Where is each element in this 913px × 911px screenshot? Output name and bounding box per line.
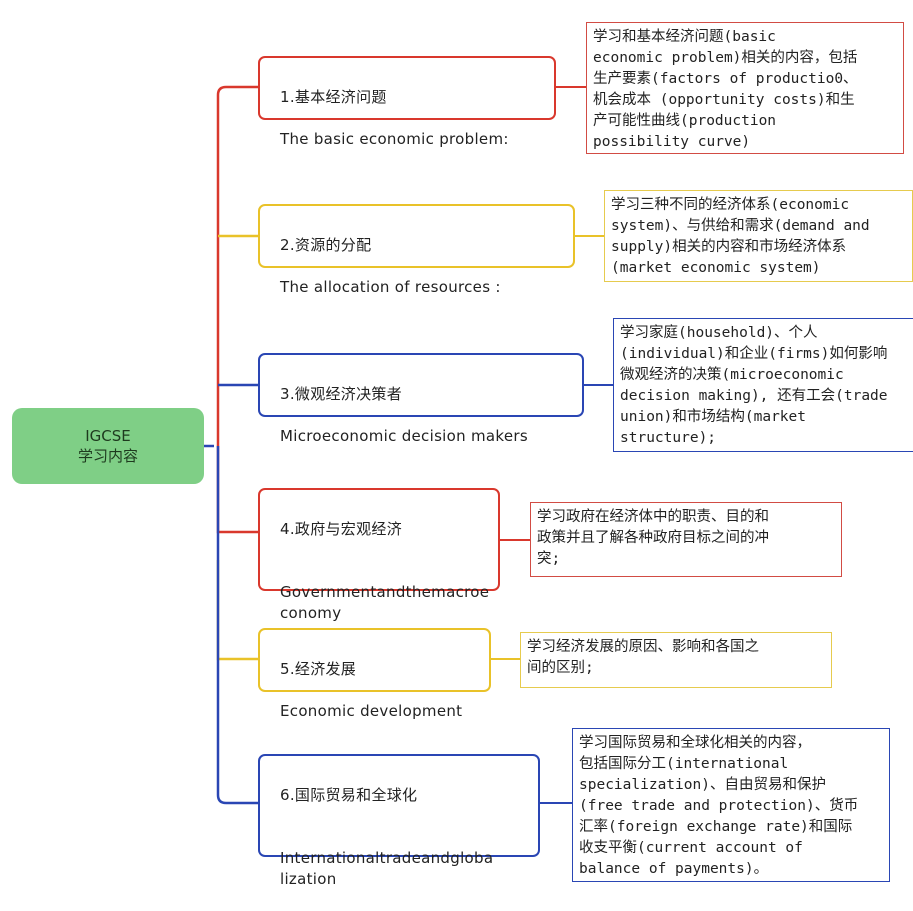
topic-title: 5.经济发展 xyxy=(280,660,357,678)
topic-subtitle: The basic economic problem: xyxy=(280,130,509,148)
topic-title: 2.资源的分配 xyxy=(280,236,372,254)
root-subtitle: 学习内容 xyxy=(77,447,138,465)
topic-title: 3.微观经济决策者 xyxy=(280,385,403,403)
topic-title: 1.基本经济问题 xyxy=(280,88,387,106)
topic-subtitle: Governmentandthemacroe conomy xyxy=(280,583,490,622)
topic-note-6: 学习国际贸易和全球化相关的内容， 包括国际分工(international sp… xyxy=(572,728,890,882)
root-node: IGCSE 学习内容 xyxy=(12,408,204,484)
topic-note-5: 学习经济发展的原因、影响和各国之 间的区别; xyxy=(520,632,832,688)
topic-subtitle: Microeconomic decision makers xyxy=(280,427,528,445)
topic-node-6: 6.国际贸易和全球化 Internationaltradeandgloba li… xyxy=(258,754,540,888)
topic-note-3: 学习家庭(household)、个人 (individual)和企业(firms… xyxy=(613,318,913,452)
topic-node-5: 5.经济发展 Economic development xyxy=(258,628,491,720)
topic-node-3: 3.微观经济决策者 Microeconomic decision makers xyxy=(258,353,584,445)
topic-title: 6.国际贸易和全球化 xyxy=(280,786,418,804)
topic-subtitle: Economic development xyxy=(280,702,463,720)
topic-note-2: 学习三种不同的经济体系(economic system)、与供给和需求(dema… xyxy=(604,190,913,282)
root-title: IGCSE xyxy=(85,427,131,445)
topic-subtitle: The allocation of resources : xyxy=(280,278,501,296)
topic-title: 4.政府与宏观经济 xyxy=(280,520,403,538)
topic-node-4: 4.政府与宏观经济 Governmentandthemacroe conomy xyxy=(258,488,500,622)
topic-node-2: 2.资源的分配 The allocation of resources : xyxy=(258,204,575,296)
topic-note-1: 学习和基本经济问题(basic economic problem)相关的内容，包… xyxy=(586,22,904,154)
topic-subtitle: Internationaltradeandgloba lization xyxy=(280,849,494,888)
topic-node-1: 1.基本经济问题 The basic economic problem: xyxy=(258,56,556,148)
topic-note-4: 学习政府在经济体中的职责、目的和 政策并且了解各种政府目标之间的冲 突; xyxy=(530,502,842,577)
